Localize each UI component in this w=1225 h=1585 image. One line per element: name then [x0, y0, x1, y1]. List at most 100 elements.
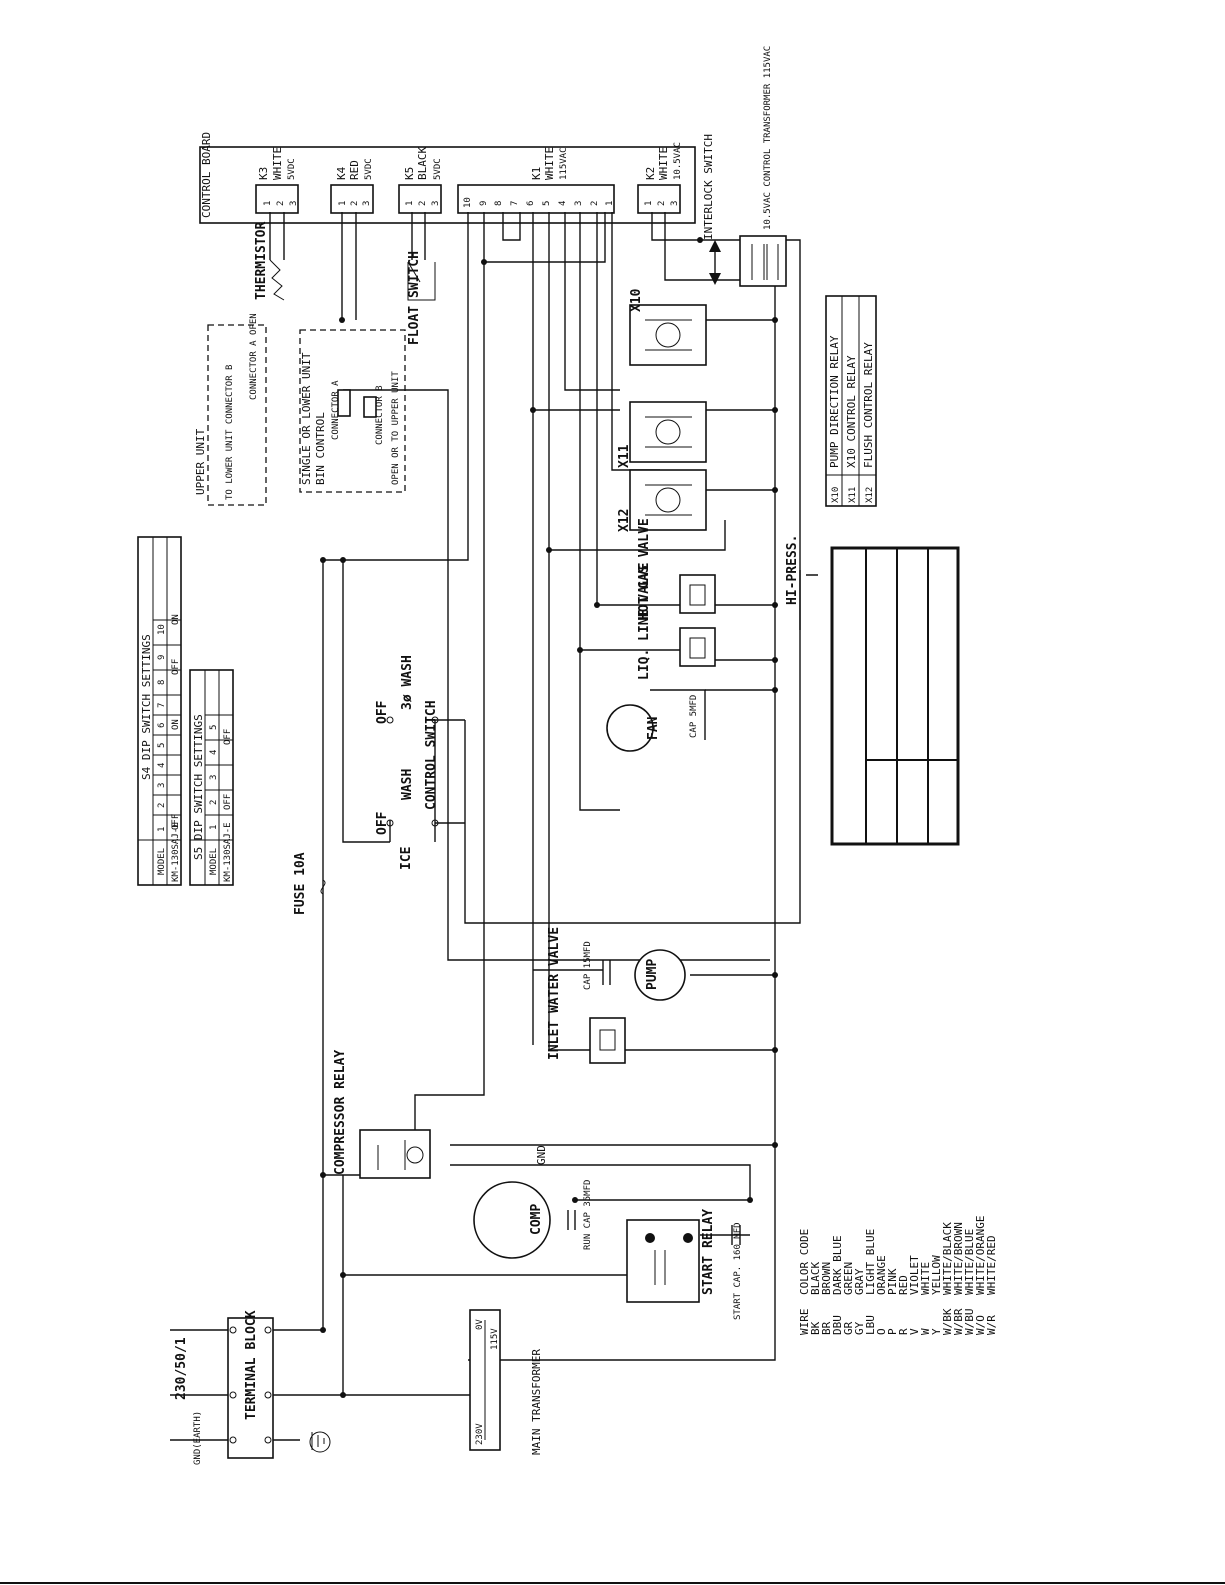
- junction-dots: [320, 237, 778, 1398]
- connector-a-label: CONNECTOR A: [331, 380, 341, 440]
- s4-header-8: 8: [157, 680, 167, 685]
- float-switch-label: FLOAT SWITCH: [407, 251, 422, 345]
- relay-x11-label: X11: [617, 444, 632, 468]
- k3-voltage: 5VDC: [287, 158, 297, 180]
- control-transformer-label: 10.5VAC CONTROL TRANSFORMER 115VAC: [763, 46, 773, 230]
- wash3-label: 3ø WASH: [400, 655, 415, 710]
- s4-value-1: OFF: [171, 814, 181, 830]
- wire-code: DBU: [831, 1315, 844, 1335]
- transformer-115v: 115V: [490, 1328, 500, 1350]
- k1-pin-10: 10: [463, 197, 473, 208]
- s4-header-7: 7: [157, 703, 167, 708]
- k1-pin-7: 7: [510, 201, 520, 206]
- k1-id: K1: [530, 167, 543, 180]
- wire-code-row: V VIOLET: [908, 1255, 921, 1335]
- connector-k1: K1 WHITE 115VAC 10 9 8 7 6 5 4 3 2 1: [457, 147, 615, 214]
- fuse: FUSE 10A: [293, 852, 326, 915]
- k4-color: RED: [348, 160, 361, 180]
- s4-value-3: OFF: [171, 659, 181, 675]
- wire-code: BK: [809, 1321, 822, 1335]
- liq-line-valve: LIQ. LINE VALVE: [637, 563, 716, 680]
- s5-title: S5 DIP SWITCH SETTINGS: [192, 714, 205, 860]
- single-lower-unit-label: SINGLE OR LOWER UNIT: [300, 352, 313, 485]
- supply-label: 230/50/1: [174, 1337, 189, 1400]
- k4-id: K4: [335, 166, 348, 180]
- s5-model: KM-130SAJ-E: [223, 822, 233, 882]
- s5-header-5: 5: [209, 725, 219, 730]
- control-transformer: 10.5VAC CONTROL TRANSFORMER 115VAC: [739, 46, 787, 287]
- off-label-2: OFF: [375, 700, 390, 724]
- wire-code: V: [908, 1328, 921, 1335]
- k1-pin-5: 5: [542, 201, 552, 206]
- pump-label: PUMP: [645, 959, 660, 990]
- wire-code-row: BR BROWN: [820, 1262, 833, 1335]
- connector-k5: K5 BLACK 5VDC 1 2 3: [398, 147, 443, 214]
- wire-code: BR: [820, 1321, 833, 1335]
- connector-a-open-label: CONNECTOR A OPEN: [249, 313, 259, 400]
- wire-name: WHITE/BLACK: [941, 1222, 954, 1295]
- wire-color-code: WIRE COLOR CODE BK BLACK BR BROWN DBU DA…: [798, 1216, 998, 1335]
- k1-pin-6: 6: [526, 201, 536, 206]
- s5-header-model: MODEL: [209, 848, 219, 875]
- wire-name: WHITE: [919, 1262, 932, 1295]
- main-transformer-label: MAIN TRANSFORMER: [530, 1349, 543, 1455]
- k5-voltage: 5VDC: [433, 158, 443, 180]
- s4-model: KM-130SAJ-E: [171, 822, 181, 882]
- to-lower-unit-label: TO LOWER UNIT CONNECTOR B: [225, 365, 235, 500]
- upper-unit-label: UPPER UNIT: [194, 428, 207, 495]
- inlet-water-valve: INLET WATER VALVE: [547, 927, 626, 1064]
- compressor-relay: COMPRESSOR RELAY: [333, 1050, 431, 1179]
- s5-dip-switch-table: S5 DIP SWITCH SETTINGS MODEL 1 2 3 4 5 K…: [189, 669, 234, 886]
- wire-code-row: WIRE COLOR CODE: [798, 1229, 811, 1335]
- k5-pin-1: 1: [405, 201, 415, 206]
- wire-code-row: W/BR WHITE/BROWN: [952, 1222, 965, 1335]
- run-cap-label: RUN CAP 35MFD: [583, 1180, 593, 1250]
- wire-name: GRAY: [853, 1268, 866, 1295]
- connector-k4: K4 RED 5VDC 1 2 3: [330, 158, 374, 214]
- relay-x10-label: X10: [629, 288, 644, 312]
- k3-id: K3: [257, 167, 270, 180]
- wire-name: YELLOW: [930, 1255, 943, 1295]
- s5-value-1: OFF: [223, 794, 233, 810]
- wire-code-row: W/BU WHITE/BLUE: [963, 1229, 976, 1335]
- transformer-0v: 0V: [475, 1319, 485, 1330]
- s4-header-model: MODEL: [157, 848, 167, 875]
- k1-voltage: 115VAC: [559, 147, 569, 180]
- hot-gas-valve: HOT GAS VALVE: [637, 518, 716, 620]
- s4-header-2: 2: [157, 803, 167, 808]
- control-switch-label: CONTROL SWITCH: [424, 700, 439, 810]
- terminal-block-label: TERMINAL BLOCK: [244, 1310, 259, 1420]
- fan-label: FAN: [646, 716, 661, 740]
- relay-legend-desc-3: FLUSH CONTROL RELAY: [862, 342, 875, 468]
- wire-code-row: W WHITE: [919, 1262, 932, 1335]
- control-switch: ICE OFF WASH CONTROL SWITCH OFF 3ø WASH: [375, 655, 439, 870]
- off-label-1: OFF: [375, 811, 390, 835]
- s4-header-4: 4: [157, 763, 167, 768]
- wire-code: W/BU: [963, 1309, 976, 1336]
- comp-label: COMP: [529, 1204, 544, 1235]
- k4-pin-1: 1: [338, 201, 348, 206]
- page-bottom-rule: [0, 1582, 1225, 1584]
- fuse-label: FUSE 10A: [293, 852, 308, 915]
- wire-code: LBU: [864, 1315, 877, 1335]
- wire-code: W/BK: [941, 1308, 954, 1335]
- interlock-actuator: [709, 240, 721, 285]
- relay-legend-desc-1: PUMP DIRECTION RELAY: [828, 335, 841, 468]
- lower-unit-box: SINGLE OR LOWER UNIT BIN CONTROL CONNECT…: [299, 329, 406, 493]
- wire-name: ORANGE: [875, 1255, 888, 1295]
- wire-name: WHITE/RED: [985, 1235, 998, 1295]
- s4-header-10: 10: [157, 624, 167, 635]
- k4-voltage: 5VDC: [364, 158, 374, 180]
- control-board: CONTROL BOARD K3 WHITE 5VDC 1 2 3 K4 RED…: [199, 132, 696, 224]
- thermistor-label: THERMISTOR: [254, 222, 269, 300]
- wire-code: W/BR: [952, 1308, 965, 1335]
- relay-legend-desc-2: X10 CONTROL RELAY: [845, 355, 858, 468]
- wiring: [170, 212, 801, 1441]
- k3-pin-1: 1: [263, 201, 273, 206]
- wire-code-row: BK BLACK: [809, 1262, 822, 1335]
- k2-pin-1: 1: [644, 201, 654, 206]
- wire-code-row: DBU DARK BLUE: [831, 1235, 844, 1335]
- k1-color: WHITE: [543, 147, 556, 180]
- k1-pin-1: 1: [605, 201, 615, 206]
